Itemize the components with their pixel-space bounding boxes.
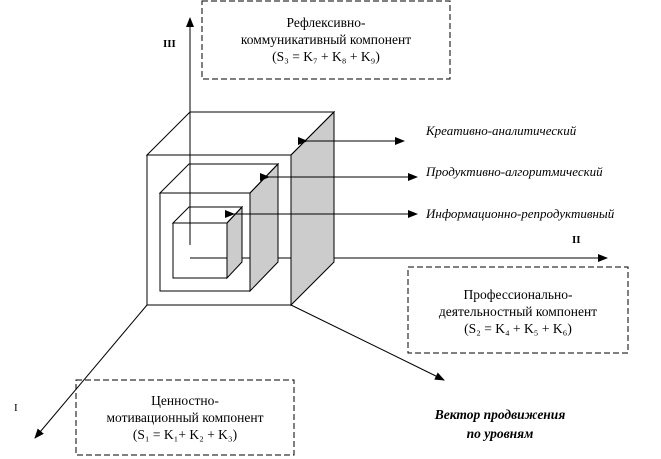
cube-medium <box>158 162 280 293</box>
axis-1-label: I <box>14 402 18 414</box>
cube-small-front <box>172 222 228 279</box>
right-box-formula: (S₂ = K₄ + K₅ + K₆) <box>464 321 572 336</box>
cube-small <box>171 205 244 280</box>
axis-2-label: II <box>572 234 581 246</box>
vector-label: Вектор продвижения по уровням <box>410 405 590 443</box>
cube-large-front <box>146 154 292 306</box>
bottom-box-formula: (S₁ = K₁+ K₂ + K₃) <box>132 427 238 442</box>
bottom-box-text: Ценностно- мотивационный компонент (S₁ =… <box>76 392 294 443</box>
bottom-box-line2: мотивационный компонент <box>106 410 264 425</box>
top-box-frame <box>201 0 451 80</box>
level-label-creative: Креативно-аналитический <box>426 123 577 138</box>
top-box-line2: коммуникативный компонент <box>240 32 412 47</box>
right-box-frame <box>407 266 629 354</box>
top-box-line1: Рефлексивно- <box>286 15 366 30</box>
vector-label-line2: по уровням <box>466 426 534 441</box>
right-box-line2: деятельностный компонент <box>438 304 598 319</box>
axis-3-label: III <box>163 38 176 50</box>
top-box-formula: (S₃ = K₇ + K₈ + K₉) <box>272 49 380 64</box>
vector-label-line1: Вектор продвижения <box>434 407 566 422</box>
axis-1-line <box>34 304 148 439</box>
bottom-box-frame <box>75 379 295 456</box>
level-label-productive: Продуктивно-алгоритмический <box>426 164 603 179</box>
right-box-line1: Профессионально- <box>463 287 573 302</box>
bottom-box-line1: Ценностно- <box>151 393 219 408</box>
cube-medium-front <box>159 192 251 292</box>
vector-arrow-line <box>290 304 445 381</box>
top-box-text: Рефлексивно- коммуникативный компонент (… <box>202 14 450 65</box>
cube-medium-side <box>249 162 279 293</box>
level-label-informational: Информационно-репродуктивный <box>426 206 615 221</box>
cube-large <box>145 110 336 307</box>
right-box-text: Профессионально- деятельностный компонен… <box>408 286 628 337</box>
cube-small-side <box>226 205 243 280</box>
